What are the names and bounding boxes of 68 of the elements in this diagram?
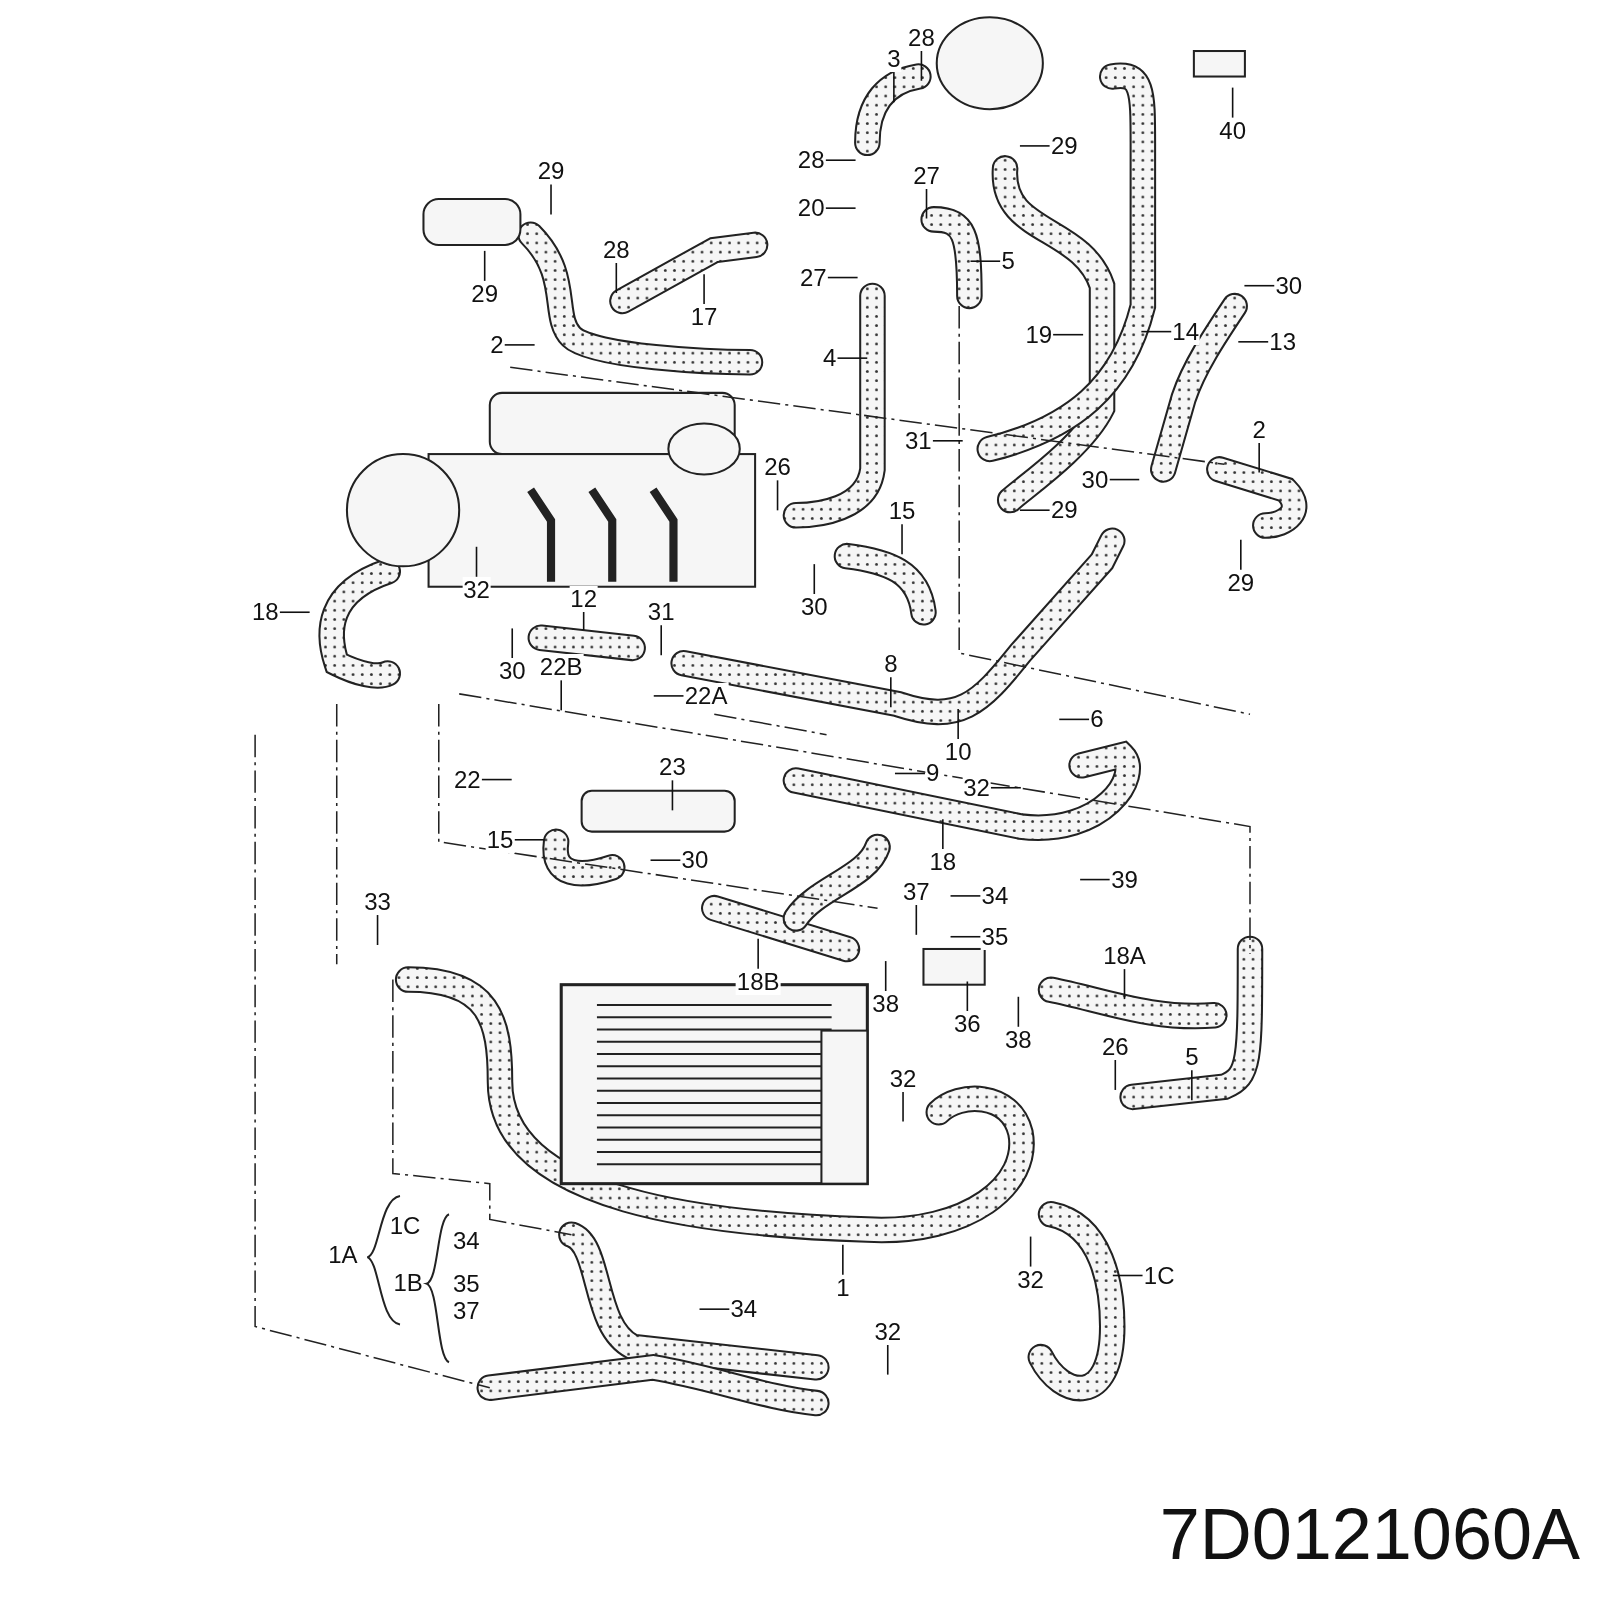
leader-line: [703, 273, 705, 306]
leader-line: [1108, 478, 1141, 481]
leader-line: [902, 1090, 904, 1123]
leader-line: [649, 859, 682, 861]
leader-line: [1191, 1069, 1193, 1101]
leader-line: [1140, 330, 1173, 333]
leader-line: [901, 523, 903, 555]
leader-line: [475, 546, 478, 578]
leader-line: [884, 960, 887, 992]
leader-line: [483, 250, 486, 282]
leader-line: [615, 262, 618, 294]
leader-line: [513, 839, 546, 841]
callout-number: 34: [452, 1227, 480, 1254]
callout-number: 35: [452, 1270, 480, 1297]
leader-line: [931, 440, 964, 442]
leader-line: [890, 676, 892, 709]
leader-line: [1237, 341, 1270, 343]
leader-line: [920, 49, 923, 82]
part-number: 7D0121060A: [1159, 1493, 1580, 1575]
leader-line: [842, 1243, 844, 1276]
leader-line: [1029, 1235, 1032, 1268]
leader-line: [915, 904, 918, 936]
callout-number: 37: [452, 1298, 480, 1325]
leader-line: [894, 772, 926, 775]
leader-line: [776, 479, 779, 512]
leader-line: [836, 357, 869, 359]
leader-line: [969, 260, 1002, 263]
leader-line: [757, 937, 759, 970]
leader-line: [966, 980, 969, 1013]
leader-line: [1052, 333, 1084, 336]
leader-line: [949, 935, 982, 938]
leader-line: [1019, 509, 1051, 511]
leader-line: [1123, 968, 1126, 1000]
leader-line: [990, 786, 1022, 789]
leader-line: [1112, 1274, 1144, 1277]
callout-number: 1B: [393, 1269, 423, 1296]
leader-line: [1079, 878, 1111, 881]
leader-line: [1114, 1059, 1117, 1091]
leader-line: [560, 679, 562, 712]
leader-line: [1243, 284, 1276, 287]
leader-line: [942, 818, 944, 851]
leader-line: [1258, 441, 1260, 474]
leader-line: [826, 276, 859, 279]
leader-line: [511, 627, 514, 660]
leader-line: [1058, 718, 1091, 721]
leader-line: [1017, 996, 1020, 1028]
leader-line: [671, 779, 674, 812]
leader-line: [1240, 538, 1242, 571]
leader-line: [925, 187, 928, 220]
leader-line: [1231, 86, 1234, 119]
callout-number: 1C: [389, 1212, 421, 1239]
leader-line: [893, 71, 895, 103]
leader-line: [660, 624, 662, 657]
leader-line: [480, 778, 513, 781]
callout-number: 1A: [328, 1242, 358, 1269]
leader-line: [957, 708, 959, 740]
leader-line: [813, 563, 816, 595]
leader-line: [278, 611, 311, 614]
leader-line: [550, 183, 552, 216]
leader-line: [824, 159, 857, 161]
leader-line: [949, 895, 982, 897]
leader-line: [503, 344, 536, 346]
leader-line: [652, 695, 685, 697]
leader-line: [698, 1308, 731, 1310]
leader-line: [376, 914, 379, 946]
leader-line: [1019, 145, 1051, 147]
leader-line: [886, 1343, 889, 1376]
leader-line: [824, 207, 857, 209]
